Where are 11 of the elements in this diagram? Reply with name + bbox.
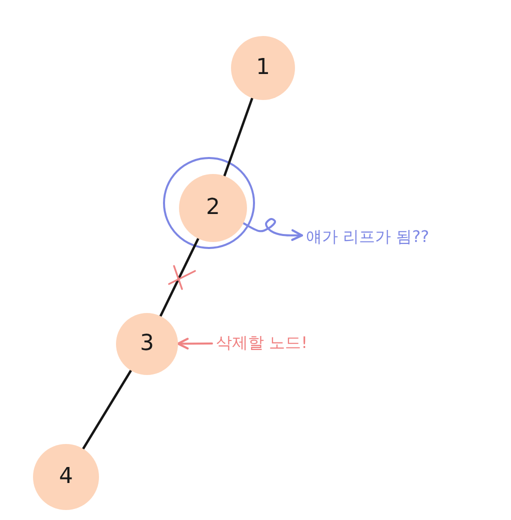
tree-node: 2 [179,174,247,242]
tree-edge [82,369,132,450]
tree-node: 1 [231,36,295,100]
tree-edge [223,96,254,178]
tree-edge [159,237,200,318]
tree-node: 4 [33,444,99,510]
arrow [242,218,304,242]
annotation-text: 얘가 리프가 됨?? [302,225,452,249]
tree-node: 3 [116,313,178,375]
annotation-text: 삭제할 노드! [212,331,322,355]
arrow [176,338,213,350]
